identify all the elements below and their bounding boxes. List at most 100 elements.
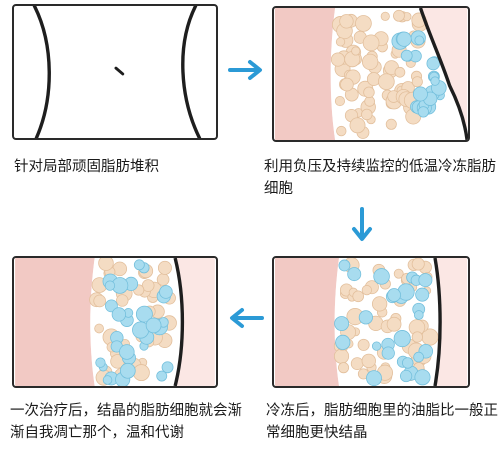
apoptosis-illustration: [15, 258, 215, 386]
cell: [334, 316, 350, 332]
crystallization-illustration: [275, 258, 467, 386]
torso-left-contour: [32, 6, 51, 138]
cell: [393, 9, 405, 22]
cell: [157, 260, 172, 275]
cell: [95, 357, 106, 368]
cell: [133, 259, 145, 271]
skin-layer: [15, 258, 95, 386]
cell: [414, 35, 425, 46]
cell: [119, 344, 135, 360]
cell: [349, 117, 366, 134]
cell: [338, 259, 351, 272]
cell: [355, 15, 372, 32]
cell: [402, 357, 414, 369]
cell: [418, 273, 433, 288]
cell: [385, 118, 397, 130]
arrow-left-icon: [230, 308, 264, 328]
cell: [93, 294, 106, 308]
cell: [362, 34, 380, 52]
step-4-caption: 一次治疗后，结晶的脂肪细胞就会渐渐自我凋亡那个，温和代谢: [10, 403, 242, 441]
step-3-panel: [272, 256, 470, 388]
step-4-panel: [12, 256, 218, 388]
cell: [400, 49, 413, 62]
cell: [377, 73, 395, 91]
cell: [132, 364, 150, 382]
cell: [386, 316, 402, 332]
cell: [413, 351, 424, 363]
skin-layer: [274, 8, 336, 140]
cell: [357, 338, 370, 351]
cell: [417, 106, 429, 118]
skin-layer: [275, 258, 339, 386]
cell: [335, 37, 346, 47]
cell: [361, 108, 373, 121]
cell: [335, 334, 351, 350]
cell: [393, 268, 404, 279]
cell: [352, 290, 365, 303]
cell: [414, 369, 431, 386]
cell: [358, 310, 373, 325]
step-3-caption: 冷冻后，脂肪细胞里的油脂比一般正常细胞更快结晶: [266, 403, 498, 441]
cell: [333, 348, 350, 364]
cold-cells: [391, 30, 447, 118]
cell: [371, 296, 388, 312]
arrow-right-icon: [228, 60, 262, 80]
cell: [339, 14, 354, 29]
cell: [98, 258, 114, 271]
cell: [111, 307, 127, 322]
cell: [334, 96, 345, 107]
cell: [338, 362, 350, 374]
cell: [141, 279, 155, 292]
cell: [394, 66, 406, 78]
cell: [156, 273, 170, 286]
cell: [411, 258, 425, 271]
cell: [102, 375, 113, 385]
cell: [340, 77, 354, 92]
body-contour: [173, 258, 185, 386]
cell: [336, 125, 347, 137]
cooling-illustration: [274, 8, 468, 140]
cell: [412, 86, 428, 102]
step-2-panel: [272, 6, 470, 142]
torso-right-contour: [181, 6, 202, 138]
cell: [411, 76, 423, 88]
cell: [371, 341, 382, 351]
cell: [330, 52, 346, 67]
cell: [411, 331, 423, 343]
cell: [366, 370, 382, 386]
cell: [347, 267, 362, 282]
torso-illustration: [32, 6, 202, 138]
step-1-caption: 针对局部顽固脂肪堆积: [14, 159, 159, 175]
arrow-down-icon: [352, 207, 372, 241]
applicator-contour: [418, 8, 468, 140]
cell: [104, 280, 116, 291]
fat-cells: [89, 258, 177, 386]
step-1-panel: [12, 4, 218, 140]
cell: [430, 76, 440, 86]
cell: [94, 323, 104, 334]
cell: [116, 294, 129, 307]
cell: [426, 56, 440, 71]
cell: [350, 357, 364, 371]
step-2-caption: 利用负压及持续监控的低温冷冻脂肪细胞: [264, 159, 496, 197]
cell: [363, 86, 375, 99]
body-contour: [433, 258, 442, 386]
cell: [393, 330, 411, 348]
cell: [373, 268, 390, 285]
cell: [396, 31, 412, 47]
cell: [351, 46, 361, 56]
crystallized-cells: [334, 259, 434, 386]
cell: [399, 369, 413, 383]
cell: [415, 287, 430, 302]
cell: [387, 288, 401, 302]
cell: [361, 53, 379, 71]
cell: [161, 361, 174, 374]
cell: [119, 362, 136, 379]
cell: [361, 353, 376, 369]
dying-cells: [95, 259, 174, 386]
cell: [381, 346, 395, 360]
cell: [380, 11, 390, 21]
cell: [413, 310, 424, 320]
cell: [361, 284, 372, 296]
cell: [156, 370, 168, 382]
